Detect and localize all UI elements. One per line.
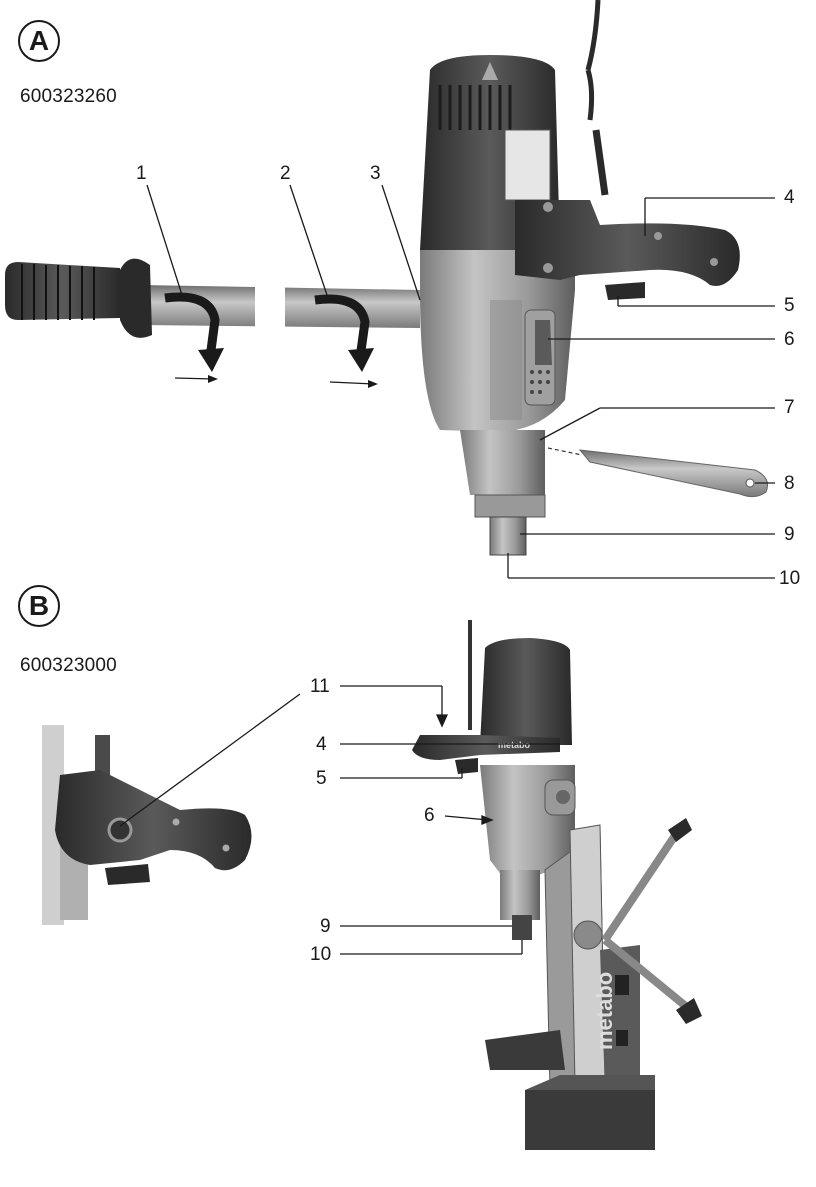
section-b-model-number: 600323000 — [20, 655, 117, 676]
callout-b-5: 5 — [316, 768, 327, 789]
callout-a-8: 8 — [784, 473, 795, 494]
drill-brand-label: metabo — [498, 740, 531, 750]
callout-a-7: 7 — [784, 397, 795, 418]
callout-b-6: 6 — [424, 805, 435, 826]
figure-b-inset — [42, 725, 252, 925]
callout-a-4: 4 — [784, 187, 795, 208]
section-b-badge: B — [18, 585, 60, 627]
callout-b-4: 4 — [316, 734, 327, 755]
callout-a-3: 3 — [370, 163, 381, 184]
callout-a-5: 5 — [784, 295, 795, 316]
figure-a-leaders — [146, 184, 775, 579]
callout-a-9: 9 — [784, 524, 795, 545]
callout-a-2: 2 — [280, 163, 291, 184]
section-a-badge: A — [18, 20, 60, 62]
figure-b-mag-drill: metabo metabo — [412, 620, 702, 1150]
section-b-letter: B — [28, 590, 50, 621]
callout-a-1: 1 — [136, 163, 147, 184]
callout-a-6: 6 — [784, 329, 795, 350]
figure-a-drill — [5, 0, 769, 556]
callout-b-11: 11 — [310, 676, 330, 697]
section-a-model-number: 600323260 — [20, 86, 117, 107]
callout-b-10: 10 — [310, 944, 332, 965]
callout-b-9: 9 — [320, 916, 331, 937]
section-a-letter: A — [28, 25, 50, 56]
figure-b-leaders — [119, 685, 560, 955]
callout-a-10: 10 — [779, 568, 801, 589]
stand-brand-label: metabo — [592, 972, 617, 1050]
